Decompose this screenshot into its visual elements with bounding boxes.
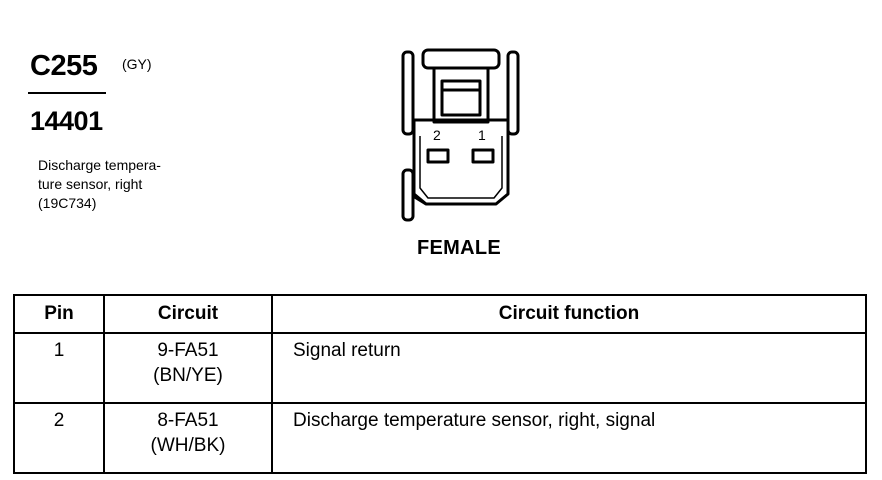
table-header-row: Pin Circuit Circuit function (13, 294, 867, 334)
table-row: 2 8-FA51 (WH/BK) Discharge temperature s… (13, 402, 867, 474)
circuit-cell: 9-FA51 (BN/YE) (103, 332, 273, 404)
table-row: 1 9-FA51 (BN/YE) Signal return (13, 332, 867, 404)
description-line: ture sensor, right (38, 176, 143, 192)
circuit-function: Signal return (271, 332, 867, 404)
header-circuit: Circuit (103, 294, 273, 334)
circuit-number: 9-FA51 (157, 340, 219, 361)
terminal-label-1: 1 (478, 127, 486, 143)
wire-color: (BN/YE) (153, 365, 223, 386)
pin-number: 1 (13, 332, 105, 404)
circuit-function: Discharge temperature sensor, right, sig… (271, 402, 867, 474)
circuit-cell: 8-FA51 (WH/BK) (103, 402, 273, 474)
part-number: 14401 (30, 106, 103, 136)
description-line: (19C734) (38, 195, 97, 211)
top-lock-tab (421, 48, 501, 70)
terminal-label-2: 2 (433, 127, 441, 143)
connector-gender-label: FEMALE (417, 237, 502, 259)
right-latch-arm (506, 50, 520, 136)
connector-id: C255 (30, 50, 98, 82)
left-latch-arm (401, 50, 415, 136)
connector-id-underline (28, 92, 106, 94)
lower-left-tab (401, 168, 415, 222)
terminal-cavity-2 (426, 148, 450, 164)
wire-color: (WH/BK) (150, 435, 226, 456)
connector-description: Discharge tempera- ture sensor, right (1… (38, 156, 208, 213)
connector-color-code: (GY) (122, 56, 152, 72)
terminal-cavity-1 (471, 148, 495, 164)
header-pin: Pin (13, 294, 105, 334)
description-line: Discharge tempera- (38, 157, 161, 173)
pinout-table: Pin Circuit Circuit function 1 9-FA51 (B… (13, 294, 867, 474)
pin-number: 2 (13, 402, 105, 474)
circuit-number: 8-FA51 (157, 410, 219, 431)
latch-window (440, 79, 482, 117)
header-circuit-function: Circuit function (271, 294, 867, 334)
connector-face-diagram: 2 1 (401, 48, 520, 222)
upper-housing (432, 68, 490, 124)
